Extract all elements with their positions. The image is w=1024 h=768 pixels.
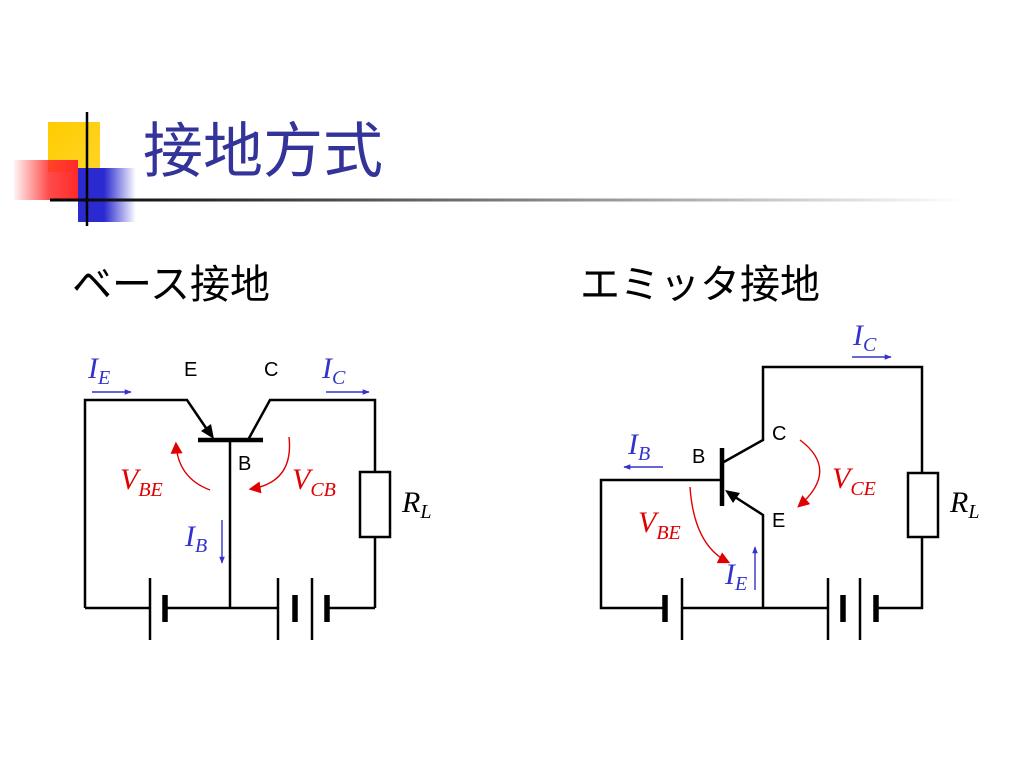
base-emitter-voltage-subscript: BE: [656, 522, 680, 544]
collector-emitter-voltage-label: VCE: [832, 462, 876, 500]
load-resistor-subscript: L: [967, 501, 979, 523]
terminal-emitter-label: E: [184, 359, 197, 381]
red-accent-block: [14, 160, 78, 200]
title-decoration: [14, 112, 965, 226]
load-resistor-label: RL: [949, 486, 979, 523]
base-emitter-voltage-symbol: V: [638, 506, 660, 539]
base-emitter-voltage-arrow: [689, 486, 731, 564]
common-emitter-heading: エミッタ接地: [580, 262, 820, 308]
load-resistor: [906, 471, 940, 539]
load-resistor-subscript: L: [419, 501, 431, 523]
collector-emitter-voltage-arrow: [797, 439, 821, 508]
collector-supply-battery: [826, 578, 879, 640]
load-resistor-symbol: R: [949, 486, 968, 519]
emitter-current-symbol: I: [87, 352, 100, 385]
collector-emitter-voltage-symbol: V: [832, 462, 854, 495]
base-wire: [599, 478, 722, 610]
base-emitter-voltage-label: VBE: [120, 463, 163, 501]
load-resistor-symbol: R: [401, 486, 420, 519]
emitter-current-label: IE: [724, 558, 747, 595]
collector-wire: [721, 365, 924, 473]
common-emitter-section: エミッタ接地 C B: [580, 262, 979, 640]
emitter-arrowhead: [201, 424, 214, 439]
base-current-subscript: B: [195, 535, 207, 557]
emitter-wire: [83, 398, 208, 608]
collector-current-subscript: C: [332, 367, 346, 389]
terminal-base-label: B: [692, 446, 705, 468]
terminal-collector-label: C: [264, 359, 278, 381]
base-emitter-voltage-arrow: [170, 441, 211, 491]
collector-base-voltage-arrow: [248, 436, 291, 494]
load-return-wire: [876, 537, 924, 610]
emitter-current-subscript: E: [734, 573, 747, 595]
emitter-arrowhead: [725, 490, 740, 503]
base-current-symbol: I: [627, 428, 640, 461]
base-current-symbol: I: [184, 520, 197, 553]
title-underline-rule: [50, 198, 965, 202]
emitter-current-subscript: E: [97, 367, 110, 389]
common-base-heading: ベース接地: [72, 262, 270, 308]
collector-emitter-voltage-subscript: CE: [850, 478, 876, 500]
collector-base-voltage-symbol: V: [292, 463, 314, 496]
collector-current-label: IC: [852, 319, 877, 356]
emitter-current-label: IE: [87, 352, 110, 389]
load-resistor-label: RL: [401, 486, 431, 523]
base-current-label: IB: [627, 428, 650, 465]
emitter-current-symbol: I: [724, 558, 737, 591]
collector-base-voltage-subscript: CB: [310, 479, 336, 501]
collector-current-symbol: I: [852, 319, 865, 352]
collector-current-subscript: C: [863, 334, 877, 356]
emitter-wire: [734, 495, 765, 608]
collector-base-voltage-label: VCB: [292, 463, 336, 501]
terminal-base-label: B: [238, 453, 251, 475]
terminal-collector-label: C: [772, 423, 786, 445]
collector-current-symbol: I: [321, 352, 334, 385]
base-current-label: IB: [184, 520, 207, 557]
terminal-emitter-label: E: [772, 510, 785, 532]
page-title: 接地方式: [143, 117, 383, 187]
collector-wire: [246, 398, 377, 472]
common-emitter-circuit: C B E IC IB IE VBE VCE: [599, 319, 979, 640]
base-emitter-voltage-label: VBE: [638, 506, 681, 544]
base-current-subscript: B: [638, 443, 650, 465]
collector-current-label: IC: [321, 352, 346, 389]
base-emitter-voltage-subscript: BE: [138, 479, 162, 501]
base-supply-battery: [662, 578, 684, 640]
common-base-circuit: E C B IE IC IB VBE VCB: [83, 352, 431, 640]
collector-supply-battery: [276, 578, 330, 640]
load-resistor: [358, 470, 392, 539]
common-base-section: ベース接地: [72, 262, 431, 640]
emitter-supply-battery: [148, 578, 168, 640]
base-emitter-voltage-symbol: V: [120, 463, 142, 496]
